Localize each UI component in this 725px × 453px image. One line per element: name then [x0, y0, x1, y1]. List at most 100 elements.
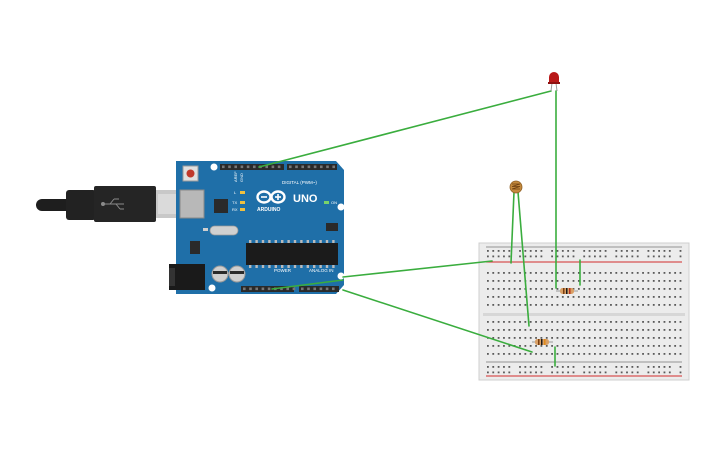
- breadboard-hole[interactable]: [626, 371, 628, 374]
- breadboard-hole[interactable]: [647, 280, 650, 282]
- breadboard-hole[interactable]: [556, 366, 559, 368]
- header-pin[interactable]: [271, 165, 275, 169]
- breadboard-hole[interactable]: [540, 329, 543, 331]
- arduino-uno-board[interactable]: L TX RX ON ARDUINO UNO DIGITAL (PWM~) AR…: [169, 161, 345, 294]
- breadboard-hole[interactable]: [599, 250, 602, 252]
- breadboard-hole[interactable]: [529, 371, 532, 374]
- breadboard-hole[interactable]: [503, 255, 505, 258]
- breadboard-hole[interactable]: [668, 329, 671, 331]
- breadboard-hole[interactable]: [652, 329, 655, 331]
- header-pin[interactable]: [301, 287, 304, 291]
- breadboard-hole[interactable]: [556, 371, 559, 374]
- breadboard-hole[interactable]: [540, 345, 543, 347]
- breadboard-hole[interactable]: [626, 345, 628, 347]
- breadboard-hole[interactable]: [492, 366, 495, 368]
- breadboard-hole[interactable]: [631, 353, 634, 355]
- breadboard-hole[interactable]: [577, 304, 580, 306]
- breadboard-hole[interactable]: [599, 296, 602, 298]
- breadboard-hole[interactable]: [540, 288, 543, 290]
- breadboard-hole[interactable]: [620, 345, 623, 347]
- breadboard-hole[interactable]: [636, 353, 639, 355]
- breadboard-hole[interactable]: [658, 337, 660, 339]
- breadboard-hole[interactable]: [551, 250, 553, 252]
- breadboard-hole[interactable]: [626, 321, 628, 323]
- breadboard-hole[interactable]: [561, 304, 564, 306]
- breadboard-hole[interactable]: [594, 288, 596, 290]
- breadboard-hole[interactable]: [594, 345, 596, 347]
- breadboard-hole[interactable]: [647, 250, 650, 252]
- breadboard-hole[interactable]: [556, 304, 559, 306]
- breadboard-hole[interactable]: [519, 321, 521, 323]
- breadboard-hole[interactable]: [561, 280, 564, 282]
- breadboard-hole[interactable]: [642, 345, 644, 347]
- breadboard-hole[interactable]: [594, 353, 596, 355]
- breadboard-hole[interactable]: [588, 280, 591, 282]
- breadboard-hole[interactable]: [604, 366, 607, 368]
- breadboard-hole[interactable]: [620, 280, 623, 282]
- breadboard-hole[interactable]: [626, 255, 628, 258]
- breadboard-hole[interactable]: [588, 250, 591, 252]
- breadboard-hole[interactable]: [524, 337, 527, 339]
- breadboard-hole[interactable]: [620, 329, 623, 331]
- breadboard-hole[interactable]: [668, 321, 671, 323]
- breadboard-hole[interactable]: [508, 255, 511, 258]
- breadboard-hole[interactable]: [529, 280, 532, 282]
- breadboard-hole[interactable]: [658, 280, 660, 282]
- breadboard-hole[interactable]: [668, 337, 671, 339]
- breadboard-hole[interactable]: [663, 288, 666, 290]
- breadboard-hole[interactable]: [577, 337, 580, 339]
- breadboard-hole[interactable]: [615, 321, 618, 323]
- breadboard-hole[interactable]: [540, 296, 543, 298]
- breadboard-hole[interactable]: [503, 329, 505, 331]
- breadboard-hole[interactable]: [604, 304, 607, 306]
- breadboard-hole[interactable]: [594, 321, 596, 323]
- breadboard-hole[interactable]: [545, 329, 548, 331]
- header-pin[interactable]: [313, 287, 316, 291]
- breadboard-hole[interactable]: [535, 288, 537, 290]
- breadboard-hole[interactable]: [497, 296, 500, 298]
- breadboard-hole[interactable]: [497, 329, 500, 331]
- breadboard-hole[interactable]: [577, 353, 580, 355]
- breadboard-hole[interactable]: [524, 371, 527, 374]
- breadboard-hole[interactable]: [503, 288, 505, 290]
- red-led[interactable]: [548, 72, 560, 92]
- breadboard-hole[interactable]: [626, 337, 628, 339]
- header-pin[interactable]: [249, 287, 252, 291]
- breadboard-hole[interactable]: [556, 250, 559, 252]
- breadboard-hole[interactable]: [503, 371, 505, 374]
- breadboard-hole[interactable]: [636, 296, 639, 298]
- breadboard-hole[interactable]: [679, 337, 682, 339]
- breadboard-hole[interactable]: [615, 288, 618, 290]
- breadboard-hole[interactable]: [599, 353, 602, 355]
- breadboard-hole[interactable]: [519, 304, 521, 306]
- breadboard-hole[interactable]: [594, 371, 596, 374]
- breadboard-hole[interactable]: [535, 255, 537, 258]
- breadboard-hole[interactable]: [679, 250, 682, 252]
- breadboard-hole[interactable]: [561, 255, 564, 258]
- breadboard-hole[interactable]: [551, 296, 553, 298]
- breadboard-hole[interactable]: [583, 321, 586, 323]
- breadboard-hole[interactable]: [594, 272, 596, 274]
- breadboard-hole[interactable]: [610, 321, 612, 323]
- breadboard-hole[interactable]: [583, 280, 586, 282]
- breadboard-hole[interactable]: [610, 337, 612, 339]
- breadboard-hole[interactable]: [604, 280, 607, 282]
- breadboard-hole[interactable]: [631, 337, 634, 339]
- breadboard-hole[interactable]: [519, 329, 521, 331]
- breadboard-hole[interactable]: [674, 288, 677, 290]
- breadboard-hole[interactable]: [535, 321, 537, 323]
- breadboard-hole[interactable]: [663, 296, 666, 298]
- breadboard-hole[interactable]: [567, 345, 570, 347]
- breadboard-hole[interactable]: [631, 304, 634, 306]
- breadboard-hole[interactable]: [620, 272, 623, 274]
- breadboard-hole[interactable]: [529, 366, 532, 368]
- breadboard-hole[interactable]: [567, 280, 570, 282]
- breadboard-hole[interactable]: [615, 329, 618, 331]
- breadboard-hole[interactable]: [626, 353, 628, 355]
- breadboard-hole[interactable]: [599, 288, 602, 290]
- breadboard-hole[interactable]: [652, 272, 655, 274]
- breadboard-hole[interactable]: [626, 250, 628, 252]
- breadboard-hole[interactable]: [668, 353, 671, 355]
- breadboard-hole[interactable]: [572, 255, 575, 258]
- breadboard-hole[interactable]: [636, 272, 639, 274]
